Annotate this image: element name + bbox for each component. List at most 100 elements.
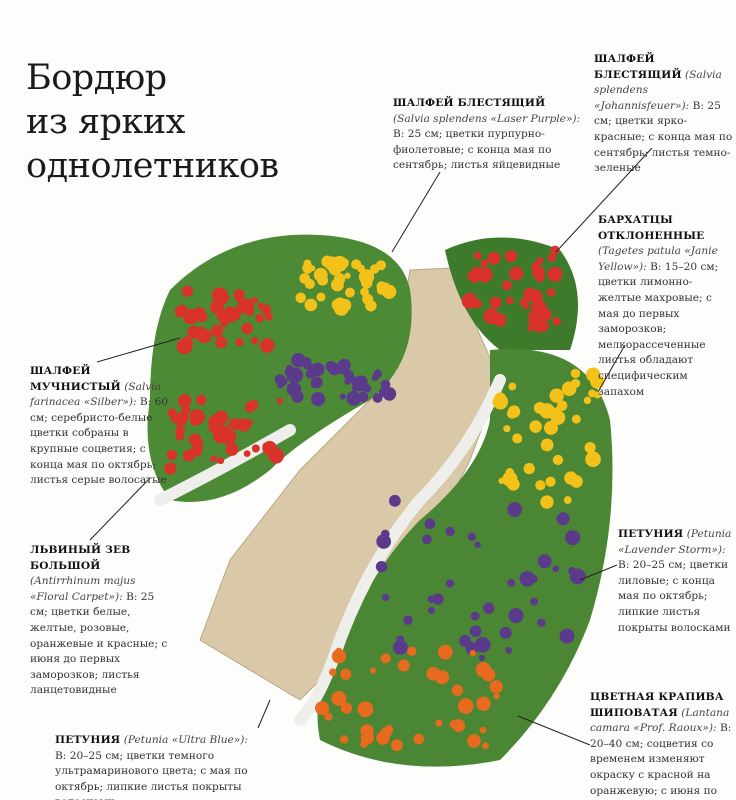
flower [302, 360, 312, 370]
flower [284, 367, 295, 378]
flower [315, 701, 330, 716]
flower [469, 625, 482, 638]
flower [424, 518, 436, 530]
flower [241, 322, 254, 335]
flower [174, 305, 187, 318]
flower [545, 476, 556, 487]
flower [259, 338, 275, 353]
plant-name: ЦВЕТНАЯ КРАПИВА ШИПОВАТАЯ [590, 691, 724, 719]
flower [493, 693, 500, 700]
flower [331, 649, 347, 664]
flower [397, 659, 410, 672]
flower [571, 378, 581, 389]
latin-name: (Petunia «Ultra Blue»): [123, 734, 248, 746]
flower [593, 391, 602, 399]
flower [188, 433, 201, 446]
flower [470, 611, 480, 621]
flower [428, 606, 436, 615]
flower [479, 726, 487, 734]
flower [498, 477, 505, 484]
flower [181, 285, 194, 297]
flower [539, 403, 555, 419]
flower [238, 298, 255, 314]
flower [262, 442, 269, 449]
flower [426, 666, 441, 681]
flower [473, 251, 482, 260]
flower [555, 267, 562, 275]
flower [216, 312, 225, 321]
flower [344, 370, 354, 380]
description: В: 20–25 см; цветки темного ультрамарино… [55, 749, 248, 800]
flower [586, 367, 601, 382]
flower [537, 307, 552, 322]
flower [427, 595, 436, 603]
flower [302, 262, 314, 274]
flower [192, 307, 206, 321]
flower [422, 534, 432, 545]
flower [469, 649, 477, 657]
flower [376, 284, 387, 295]
flower [217, 457, 225, 465]
flower [532, 266, 545, 279]
flower [480, 259, 488, 268]
flower [585, 451, 601, 468]
flower [243, 450, 251, 458]
flower [550, 410, 566, 425]
flower [556, 512, 570, 526]
flower [251, 296, 258, 304]
flower [530, 597, 538, 606]
flower [478, 654, 485, 662]
flower [328, 262, 342, 276]
latin-name: (Salvia splendens «Laser Purple»): [393, 112, 581, 125]
flower [255, 314, 264, 323]
flower [563, 496, 572, 505]
annotation-petunia-lavender: ПЕТУНИЯ (Petunia «Lavender Storm»): В: 2… [618, 527, 736, 636]
flower [507, 578, 516, 587]
latin-name: (Salvia splendens «Johannisfeuer»): [594, 68, 722, 112]
flower [324, 712, 333, 721]
flower [360, 731, 374, 745]
flower [308, 364, 320, 376]
latin-name: (Antirrhinum majus «Floral Carpet»): [30, 575, 136, 603]
flower [519, 570, 536, 587]
flower [393, 640, 408, 655]
description: В: 20–25 см; цветки лиловые; с конца мая… [618, 559, 731, 634]
flower [507, 405, 521, 418]
flower [508, 607, 524, 624]
flower [370, 667, 377, 674]
flower [455, 724, 463, 732]
flower [540, 438, 554, 452]
description: В: 25 см; цветки пурпурно-фиолетовые; с … [393, 128, 561, 172]
flower [248, 399, 259, 410]
flower [505, 646, 513, 654]
flower [437, 644, 453, 660]
flower [325, 360, 337, 372]
flower [559, 628, 575, 644]
flower [385, 289, 393, 297]
flower [546, 288, 556, 297]
flower [215, 290, 230, 305]
annotation-salvia-johannisfeuer: ШАЛФЕЙ БЛЕСТЯЩИЙ (Salvia splendens «Joha… [594, 52, 734, 177]
flower [535, 480, 546, 491]
flower [380, 380, 389, 388]
flower [339, 735, 349, 744]
flower [257, 302, 264, 309]
title-line: однолетников [26, 146, 279, 186]
flower [388, 494, 401, 507]
flower [208, 419, 223, 434]
annotation-salvia-laser-purple: ШАЛФЕЙ БЛЕСТЯЩИЙ (Salvia splendens «Lase… [393, 96, 581, 174]
flower [489, 296, 502, 309]
flower [372, 393, 383, 403]
flower [187, 325, 201, 339]
flower [189, 409, 206, 425]
flower [235, 338, 244, 347]
flower [506, 296, 514, 305]
flower [543, 420, 558, 435]
flower [474, 541, 481, 548]
flower [166, 449, 177, 461]
flower [276, 381, 284, 389]
plant-name: ПЕТУНИЯ [55, 734, 121, 746]
flower [182, 341, 192, 350]
description: В: 15–20 см; цветки лимонно-желтые махро… [598, 260, 719, 398]
